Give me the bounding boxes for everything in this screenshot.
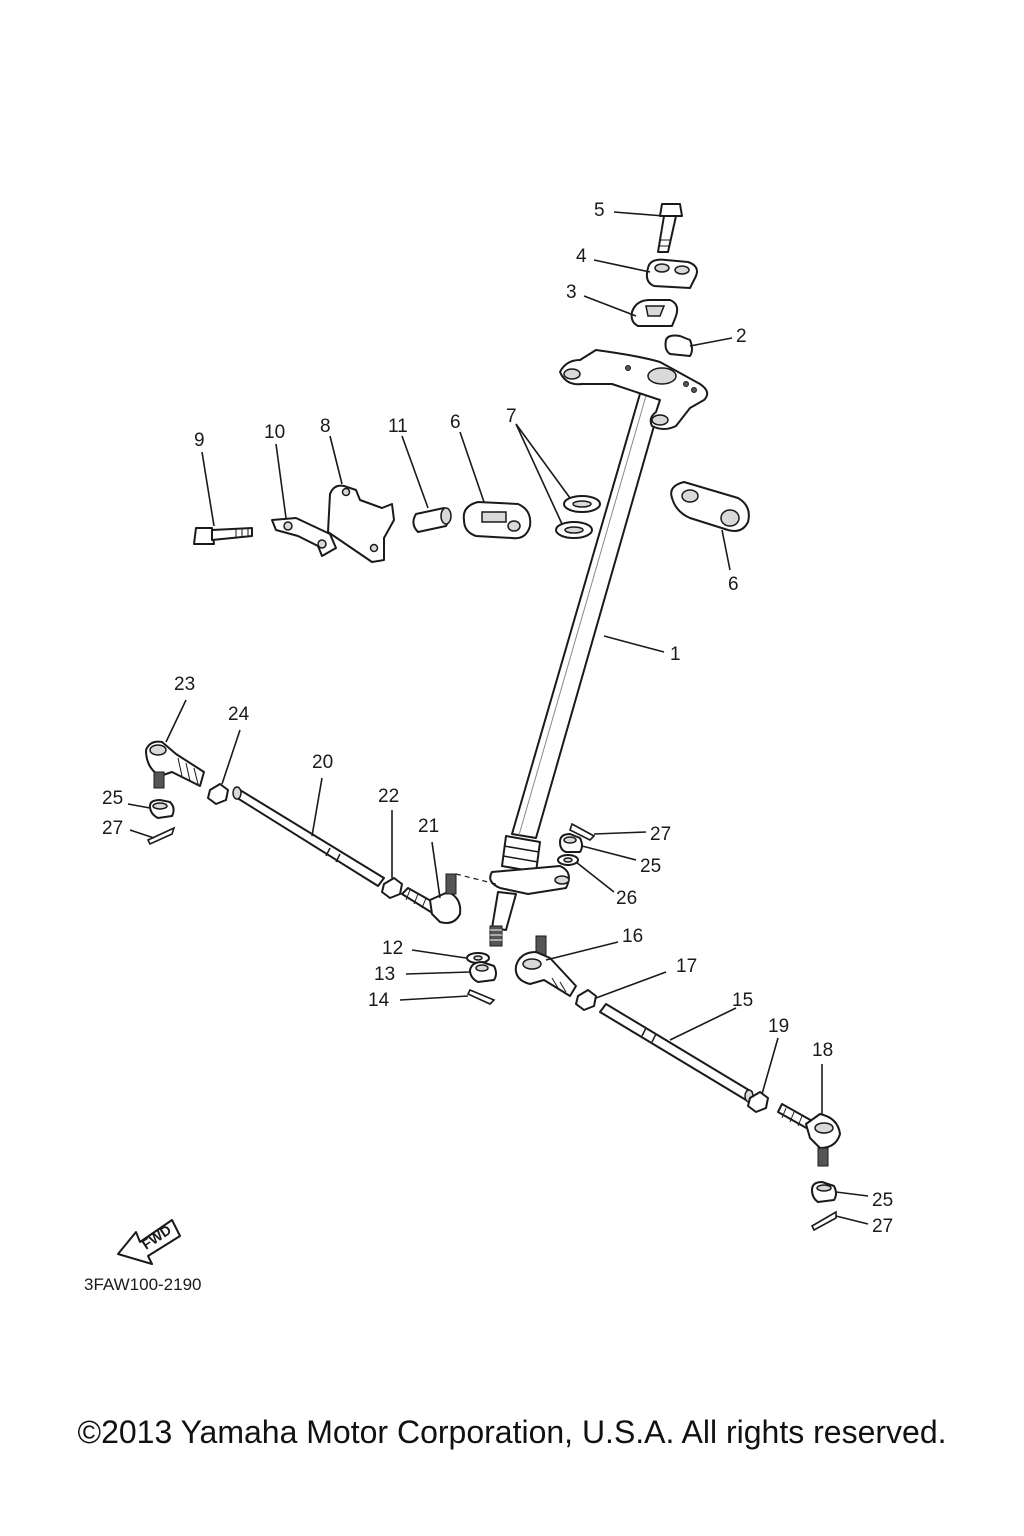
callout-25-upper: 25	[640, 856, 661, 877]
callout-numbers: 5 4 3 2 9 10 8 11 6 7 6 1 23 24 20 25 27…	[102, 200, 893, 1237]
fwd-arrow-icon: FWD	[117, 1219, 181, 1265]
callout-24: 24	[228, 704, 250, 725]
holder-upper-part-4	[645, 258, 698, 289]
tie-rod-end-part-18	[777, 1103, 841, 1167]
callout-3: 3	[566, 282, 577, 303]
bolt-part-5	[657, 203, 683, 253]
cotter-pin-left-part-27	[146, 826, 176, 846]
callout-27-upper: 27	[650, 824, 671, 845]
callout-10: 10	[264, 422, 285, 443]
callout-1: 1	[670, 644, 681, 665]
collar-part-11	[412, 507, 452, 533]
callout-21: 21	[418, 816, 439, 837]
tie-rod-end-part-21	[401, 873, 462, 924]
tie-rod-part-15	[599, 1003, 754, 1103]
washers-part-7	[555, 495, 601, 539]
callout-25-lower: 25	[872, 1190, 893, 1211]
part-code-label: 3FAW100-2190	[84, 1275, 202, 1294]
cap-part-2	[664, 334, 693, 357]
leader-lines	[127, 211, 869, 1225]
cotter-pin-part-14	[466, 988, 496, 1005]
callout-9: 9	[194, 430, 205, 451]
callout-18: 18	[812, 1040, 833, 1061]
washer-part-26	[557, 854, 579, 866]
steering-shaft-part	[489, 349, 709, 947]
callout-25-left: 25	[102, 788, 123, 809]
callout-23: 23	[174, 674, 195, 695]
callout-27-lower: 27	[872, 1216, 893, 1237]
nut-part-24	[207, 783, 229, 805]
callout-12: 12	[382, 938, 403, 959]
callout-13: 13	[374, 964, 395, 985]
bushing-left-part-6	[462, 501, 532, 540]
nut-left-part-25	[149, 799, 175, 819]
nut-part-22	[381, 877, 403, 899]
bracket-part-8	[327, 484, 395, 563]
cotter-pin-part-27-lower	[810, 1210, 837, 1232]
callout-2: 2	[736, 326, 747, 347]
tie-rod-end-part-16	[514, 935, 577, 997]
callout-19: 19	[768, 1016, 789, 1037]
nut-part-13	[469, 961, 497, 983]
callout-27-left: 27	[102, 818, 123, 839]
bushing-right-part-6	[670, 481, 750, 532]
callout-6-left: 6	[450, 412, 461, 433]
callout-8: 8	[320, 416, 331, 437]
plate-part-10	[271, 517, 337, 557]
nut-part-25-lower	[811, 1181, 837, 1203]
nut-part-25-upper	[559, 833, 583, 853]
callout-16: 16	[622, 926, 643, 947]
nut-part-19	[747, 1091, 769, 1113]
callout-20: 20	[312, 752, 333, 773]
callout-26: 26	[616, 888, 637, 909]
tie-rod-end-part-23	[145, 740, 205, 789]
bolt-part-9	[193, 527, 253, 545]
callout-11: 11	[388, 416, 408, 437]
holder-lower-part-3	[630, 299, 679, 327]
nut-part-17	[575, 989, 597, 1011]
copyright-notice: ©2013 Yamaha Motor Corporation, U.S.A. A…	[77, 1414, 947, 1450]
cotter-pin-part-27-upper	[569, 822, 596, 841]
callout-4: 4	[576, 246, 587, 267]
callout-7: 7	[506, 406, 517, 427]
callout-6-right: 6	[728, 574, 739, 595]
tie-rod-part-20	[232, 786, 385, 887]
callout-14: 14	[368, 990, 390, 1011]
callout-17: 17	[676, 956, 697, 977]
callout-5: 5	[594, 200, 605, 221]
callout-22: 22	[378, 786, 399, 807]
callout-15: 15	[732, 990, 753, 1011]
